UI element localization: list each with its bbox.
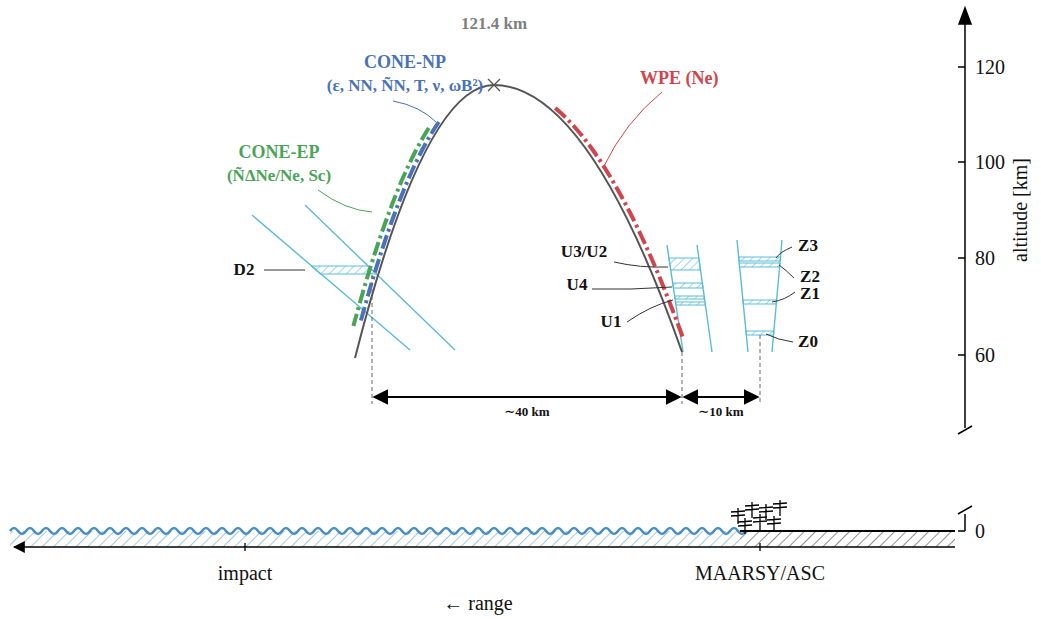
- sea-surface: [10, 528, 746, 534]
- radar-volume: [739, 257, 781, 261]
- radar-volume: [743, 300, 777, 304]
- radar-volume: [676, 302, 706, 305]
- volume-label: Z0: [798, 333, 818, 352]
- instrument-name: CONE-NP: [364, 53, 446, 73]
- axis-title: altitude [km]: [1009, 158, 1031, 262]
- volume-label: D2: [234, 261, 255, 280]
- radar-volume: [739, 263, 780, 267]
- instrument-segments: [353, 108, 683, 339]
- tick-label: 100: [975, 151, 1005, 173]
- antenna-symbol: [745, 502, 759, 518]
- instrument-quantities: (ε, NN, ÑN, T, ν, ωB²): [327, 77, 483, 96]
- dimension-arrows: [374, 396, 758, 398]
- instrument-segment: [555, 108, 683, 339]
- distance-label: ∼40 km: [504, 405, 549, 419]
- distance-label: ∼10 km: [698, 405, 743, 419]
- tick-label: 60: [975, 344, 995, 366]
- range-tick: [759, 543, 760, 551]
- antenna-symbol: [753, 514, 767, 530]
- radar-antennas: [731, 500, 787, 534]
- land-surface: [740, 530, 955, 532]
- range-axis: [14, 546, 955, 548]
- volume-label: Z3: [798, 237, 818, 256]
- range-label: impact: [218, 562, 272, 584]
- radar-volume: [673, 283, 703, 288]
- instrument-name: WPE (Ne): [640, 69, 718, 89]
- radar-beams: [252, 205, 782, 352]
- leader-lines: [264, 92, 795, 342]
- apogee-mark: [488, 79, 500, 91]
- instrument-name: CONE-EP: [239, 143, 320, 163]
- tick-label: 120: [975, 56, 1005, 78]
- volume-label: U1: [601, 313, 622, 332]
- radar-volume: [669, 258, 701, 270]
- projection-lines: [372, 275, 760, 404]
- tick-label: 0: [975, 520, 985, 542]
- instrument-segment: [353, 128, 428, 326]
- radar-volumes: [669, 257, 781, 335]
- tick-label: 80: [975, 247, 995, 269]
- antenna-symbol: [767, 516, 781, 532]
- altitude-axis: [958, 8, 972, 531]
- radar-volume: [675, 296, 705, 299]
- d2-volume: [311, 266, 376, 274]
- axis-title: ← range: [443, 592, 512, 614]
- instrument-quantities: (ÑΔNe/Ne, Sc): [227, 167, 331, 186]
- volume-label: U4: [567, 276, 588, 295]
- volume-label: U3/U2: [561, 243, 607, 262]
- site-label: MAARSY/ASC: [695, 562, 825, 584]
- antenna-symbol: [773, 500, 787, 516]
- antenna-symbol: [738, 518, 752, 534]
- apogee-label: 121.4 km: [461, 15, 527, 34]
- land: [740, 531, 955, 547]
- volume-label: Z2: [800, 268, 820, 287]
- range-tick: [244, 543, 245, 551]
- volume-label: Z1: [800, 285, 820, 304]
- radar-volume: [746, 331, 774, 335]
